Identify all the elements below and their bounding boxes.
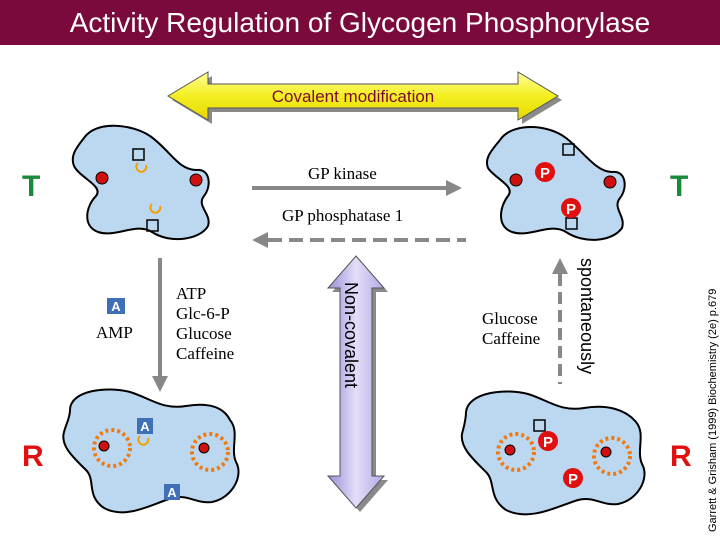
r-state-left: R [22,440,44,473]
amp-label: AMP [96,323,133,342]
svg-text:P: P [566,201,576,218]
noncovalent-label: Non-covalent [341,282,361,389]
kinase-arrow [252,180,462,196]
page-title: Activity Regulation of Glycogen Phosphor… [69,7,651,38]
inhibitor-list-left: ATP Glc-6-P Glucose Caffeine [176,284,234,364]
t-state-left: T [22,170,41,203]
inhibitor-item: Glucose [176,324,232,343]
phosphate-marker: P [535,162,555,182]
svg-text:P: P [543,434,553,451]
enzyme-r-amp-bound [62,388,240,514]
inhibitor-item: ATP [176,284,207,303]
inhibitor-item: Caffeine [176,344,235,363]
r-state-right: R [670,440,692,473]
inhibitor-item: Glc-6-P [176,304,230,323]
source-credit: Garrett & Grisham (1999) Biochemistry (2… [707,288,719,532]
inhibitor-item: Glucose [482,309,538,328]
svg-text:P: P [540,165,550,182]
svg-text:A: A [111,299,121,314]
svg-text:A: A [167,485,177,500]
kinase-label: GP kinase [308,164,377,183]
inhibitor-item: Caffeine [482,329,541,348]
spontaneous-label: spontaneously [577,258,597,375]
inhibitor-list-right: Glucose Caffeine [482,309,540,349]
amp-marker: A [137,418,153,434]
title-banner [0,0,720,45]
t-state-right: T [670,170,689,203]
covalent-modification-label: Covalent modification [272,87,435,106]
svg-text:P: P [568,471,578,488]
phosphate-marker: P [563,468,583,488]
spontaneous-arrow [552,258,568,384]
phosphate-marker: P [538,431,558,451]
svg-text:A: A [140,419,150,434]
enzyme-r-phosphorylated [460,390,646,516]
amp-activation-arrow [152,258,168,392]
noncovalent-arrow [326,255,388,512]
phosphatase-label: GP phosphatase 1 [282,206,404,225]
enzyme-t-unphosphorylated [71,124,210,241]
phosphatase-arrow [252,232,466,248]
covalent-modification-arrow [167,71,562,124]
amp-marker: A [164,484,180,500]
enzyme-t-phosphorylated [486,126,626,241]
amp-marker: A [107,298,125,314]
phosphate-marker: P [561,198,581,218]
